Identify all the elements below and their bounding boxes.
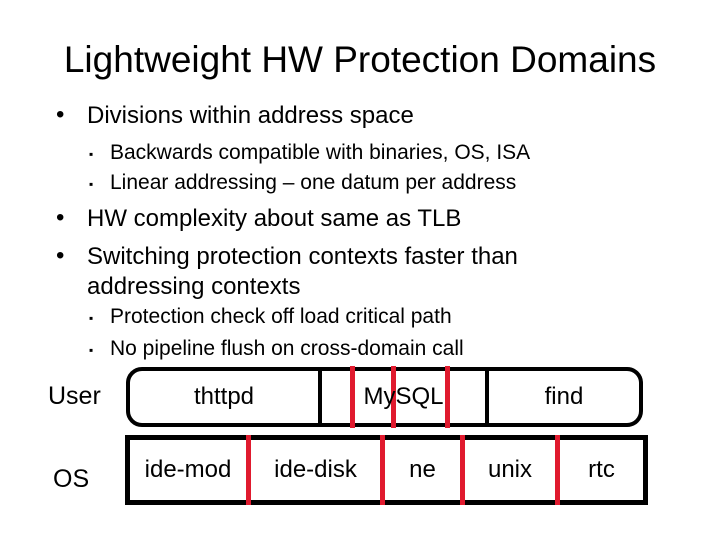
protection-boundary-bar [391, 366, 396, 428]
sub-bullet-text: Backwards compatible with binaries, OS, … [110, 141, 531, 164]
bullet-text: Divisions within address space [87, 102, 414, 129]
sub-bullet-item: ▪ Protection check off load critical pat… [0, 304, 452, 330]
user-row-label: User [48, 382, 101, 410]
sub-bullet-text: No pipeline flush on cross-domain call [110, 337, 464, 360]
os-row-box: ide-mod ide-disk ne unix rtc [125, 435, 648, 505]
bullet-item: • Divisions within address space [0, 101, 414, 131]
user-row-box: thttpd MySQL find [126, 367, 643, 427]
bullet-square-icon: ▪ [89, 311, 94, 325]
bullet-text: HW complexity about same as TLB [87, 205, 462, 232]
protection-boundary-bar [555, 435, 560, 505]
protection-boundary-bar [350, 366, 355, 428]
bullet-square-icon: ▪ [89, 343, 94, 357]
protection-boundary-bar [246, 435, 251, 505]
bullet-item: • HW complexity about same as TLB [0, 204, 461, 234]
bullet-dot-icon: • [56, 242, 65, 269]
user-segment-mysql: MySQL [363, 383, 444, 410]
bullet-text: Switching protection contexts faster tha… [87, 243, 518, 300]
user-segment-thttpd: thttpd [193, 383, 255, 410]
os-segment-ne: ne [409, 456, 436, 483]
protection-boundary-bar [460, 435, 465, 505]
sub-bullet-item: ▪ Backwards compatible with binaries, OS… [0, 140, 530, 166]
bullet-dot-icon: • [56, 204, 65, 231]
bullet-square-icon: ▪ [89, 177, 94, 191]
protection-boundary-bar [380, 435, 385, 505]
bullet-square-icon: ▪ [89, 147, 94, 161]
os-row-label: OS [53, 465, 90, 493]
os-segment-ide-disk: ide-disk [274, 456, 357, 483]
os-segment-unix: unix [487, 456, 533, 483]
slide-title: Lightweight HW Protection Domains [63, 39, 657, 80]
bullet-item: • Switching protection contexts faster t… [0, 242, 587, 302]
sub-bullet-item: ▪ Linear addressing – one datum per addr… [0, 170, 516, 196]
os-segment-rtc: rtc [588, 456, 615, 483]
sub-bullet-text: Linear addressing – one datum per addres… [110, 171, 517, 194]
os-segment-ide-mod: ide-mod [144, 456, 232, 483]
bullet-dot-icon: • [56, 101, 65, 128]
sub-bullet-text: Protection check off load critical path [110, 305, 452, 328]
segment-divider [318, 371, 322, 423]
protection-boundary-bar [445, 366, 450, 428]
segment-divider [485, 371, 489, 423]
user-segment-find: find [544, 383, 584, 410]
sub-bullet-item: ▪ No pipeline flush on cross-domain call [0, 336, 464, 362]
